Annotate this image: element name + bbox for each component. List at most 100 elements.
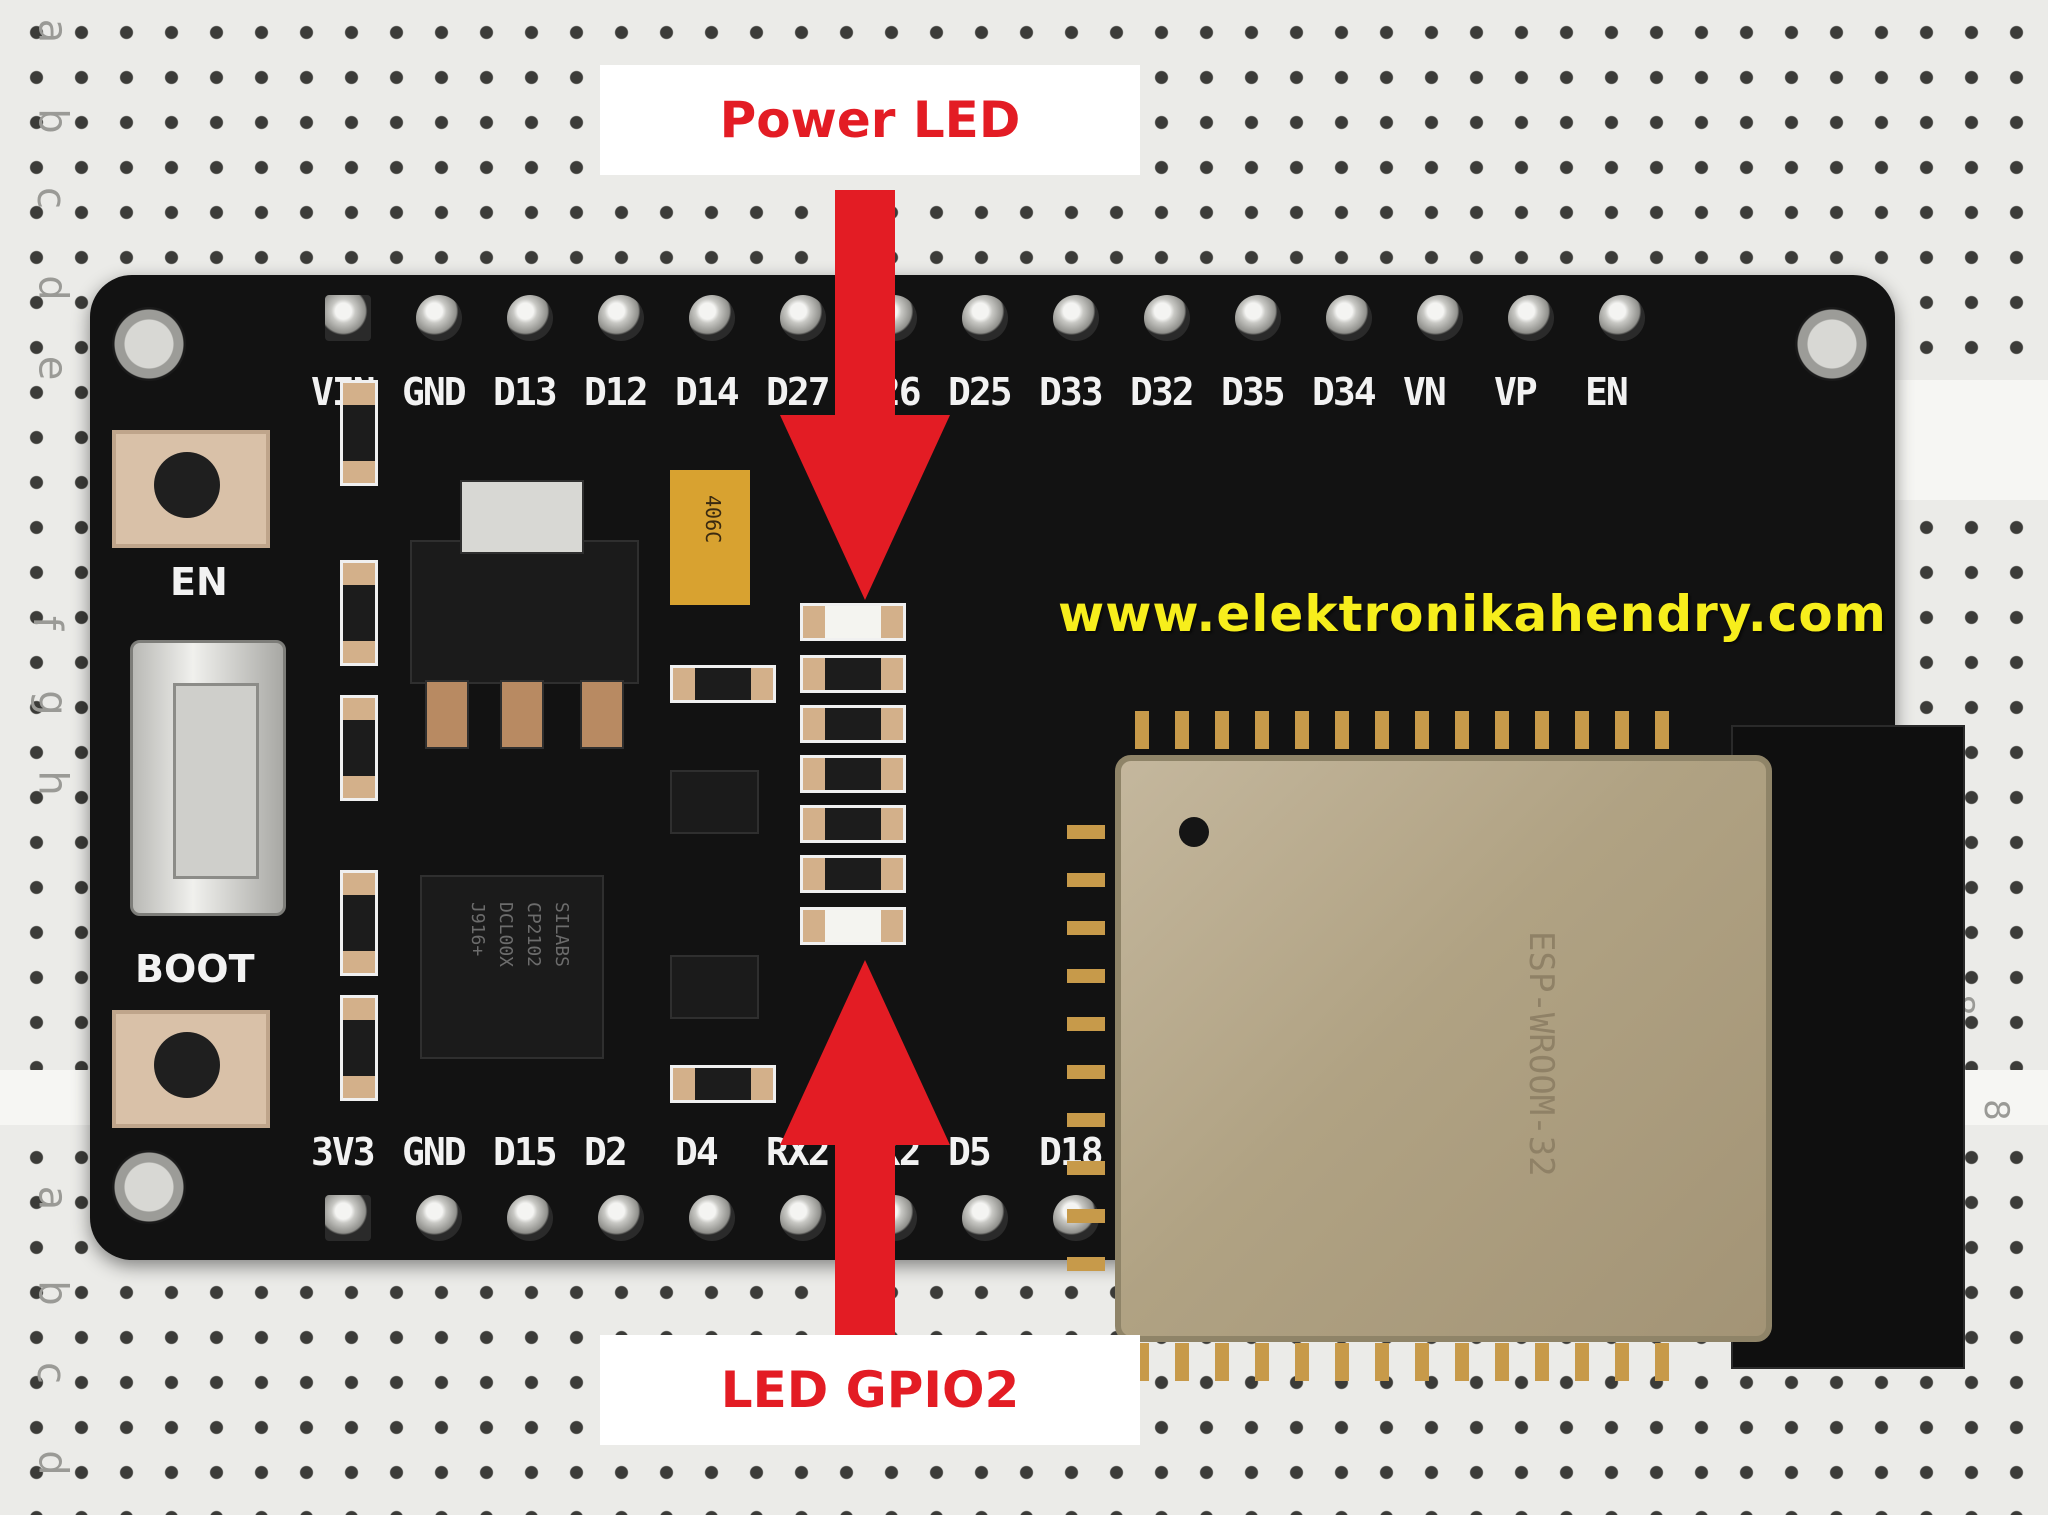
pin-label: D27 [766,370,831,414]
pin-label: D35 [1221,370,1286,414]
boot-button[interactable] [112,1010,270,1128]
smd-resistor [800,755,906,793]
pin-label: GND [402,370,467,414]
column-number: 8 [1975,1099,2016,1121]
regulator-leg [580,680,624,749]
module-pad [1615,711,1629,749]
led-gpio2-callout: LED GPIO2 [600,1335,1140,1445]
header-pin[interactable] [1326,295,1372,341]
module-pad [1067,825,1105,839]
row-letter: d [29,1450,76,1476]
watermark: www.elektronikahendry.com [1058,585,1887,643]
module-pad [1575,711,1589,749]
row-letter: a [29,1185,76,1211]
mounting-hole [112,307,186,381]
module-pad [1215,1343,1229,1381]
header-pin[interactable] [598,295,644,341]
row-letter: e [29,355,76,381]
header-pin[interactable] [689,1195,735,1241]
header-pin[interactable] [416,295,462,341]
pin-label: GND [402,1130,467,1174]
module-pad [1067,873,1105,887]
pin-label: D14 [675,370,740,414]
en-button-label: EN [170,560,228,604]
header-pin[interactable] [507,295,553,341]
module-pad [1335,1343,1349,1381]
button-cap [154,1032,220,1098]
pin-label: D4 [675,1130,719,1174]
header-pin[interactable] [1508,295,1554,341]
mounting-hole [112,1150,186,1224]
pin-label: D32 [1130,370,1195,414]
module-pad [1615,1343,1629,1381]
uart-chip-line: J916+ [467,902,488,957]
header-pin[interactable] [507,1195,553,1241]
header-pin[interactable] [780,295,826,341]
led-gpio2-callout-text: LED GPIO2 [720,1361,1020,1419]
smd-resistor [340,995,378,1101]
module-pad [1067,921,1105,935]
module-pad [1495,711,1509,749]
header-pin[interactable] [598,1195,644,1241]
module-pad [1295,711,1309,749]
pin-label: D12 [584,370,649,414]
header-pin[interactable] [689,295,735,341]
smd-resistor [340,560,378,666]
pin-label: D15 [493,1130,558,1174]
uart-chip-line: CP2102 [523,902,544,968]
module-pad [1335,711,1349,749]
header-pin[interactable] [780,1195,826,1241]
power-led-arrow [780,190,950,600]
module-shield-can: ESP-WROOM-32 [1115,755,1772,1342]
row-letter: d [29,275,76,301]
header-pin[interactable] [416,1195,462,1241]
header-pin[interactable] [1417,295,1463,341]
row-letter: b [29,1280,76,1306]
module-pad [1255,1343,1269,1381]
module-pad [1455,1343,1469,1381]
smd-resistor [670,1065,776,1103]
smd-resistor [340,380,378,486]
power-led-callout-text: Power LED [719,91,1021,149]
gpio2-led [800,907,906,945]
header-pin[interactable] [962,1195,1008,1241]
module-pad [1067,1017,1105,1031]
header-pin[interactable] [1053,295,1099,341]
header-pin[interactable] [962,295,1008,341]
module-pad [1067,1257,1105,1271]
row-letter: b [29,108,76,134]
smd-resistor [340,695,378,801]
voltage-regulator [410,540,639,684]
row-letter: a [29,18,76,44]
header-pin[interactable] [325,1195,371,1241]
module-pad [1655,711,1669,749]
row-letter: f [24,615,71,631]
en-button[interactable] [112,430,270,548]
module-pad [1495,1343,1509,1381]
smd-resistor [800,805,906,843]
regulator-leg [425,680,469,749]
row-letter: h [29,770,76,796]
tantalum-capacitor: 406C [670,470,750,605]
module-pad [1067,969,1105,983]
module-pad [1655,1343,1669,1381]
module-pad [1535,1343,1549,1381]
header-pin[interactable] [1144,295,1190,341]
pin-label: 3V3 [311,1130,376,1174]
pin-label: D33 [1039,370,1104,414]
micro-usb-port[interactable] [130,640,286,916]
pin-label: D34 [1312,370,1377,414]
header-pin[interactable] [325,295,371,341]
pin-label: D5 [948,1130,992,1174]
uart-chip-line: DCL00X [495,902,516,968]
pin-label: D13 [493,370,558,414]
module-pad [1175,711,1189,749]
module-pad [1415,1343,1429,1381]
button-cap [154,452,220,518]
module-pad [1415,711,1429,749]
smd-resistor [800,855,906,893]
header-pin[interactable] [1599,295,1645,341]
module-pad [1215,711,1229,749]
pin1-marker [1179,817,1209,847]
header-pin[interactable] [1235,295,1281,341]
